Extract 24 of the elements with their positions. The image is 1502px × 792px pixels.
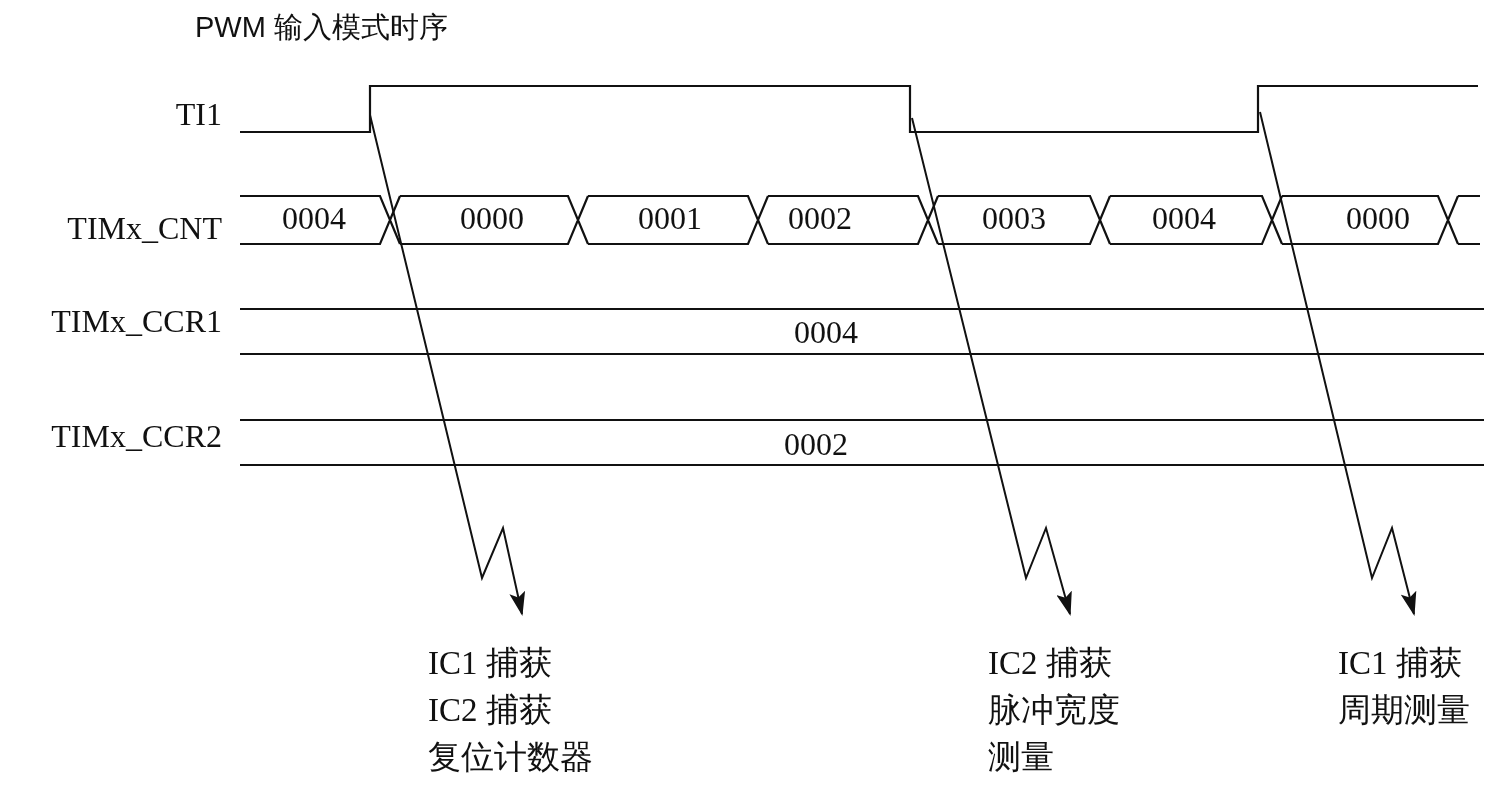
event-note: IC1 捕获 (428, 644, 553, 683)
register-value: 0002 (784, 428, 848, 460)
event-note: IC2 捕获 (428, 691, 553, 730)
register-value: 0001 (638, 202, 702, 234)
event-note: 周期测量 (1338, 691, 1471, 730)
register-value: 0002 (788, 202, 852, 234)
event-note: 脉冲宽度测量 (988, 691, 1121, 777)
signal-name: TIMx_CCR1 (51, 305, 222, 337)
register-value: 0004 (794, 316, 858, 348)
signal-name: TIMx_CNT (67, 212, 222, 244)
event-note: 复位计数器 (428, 738, 594, 777)
register-value: 0000 (460, 202, 524, 234)
capture-arrow (1259, 111, 1417, 616)
event-note: IC2 捕获 (988, 644, 1113, 683)
register-value: 0004 (1152, 202, 1216, 234)
signal-name: TI1 (175, 98, 222, 130)
register-value: 0000 (1346, 202, 1410, 234)
register-value: 0003 (982, 202, 1046, 234)
capture-arrow (911, 117, 1072, 616)
event-note: IC1 捕获 (1338, 644, 1463, 683)
diagram-title: PWM 输入模式时序 (195, 10, 448, 45)
register-value: 0004 (282, 202, 346, 234)
capture-arrow (369, 114, 526, 616)
signal-name: TIMx_CCR2 (51, 420, 222, 452)
